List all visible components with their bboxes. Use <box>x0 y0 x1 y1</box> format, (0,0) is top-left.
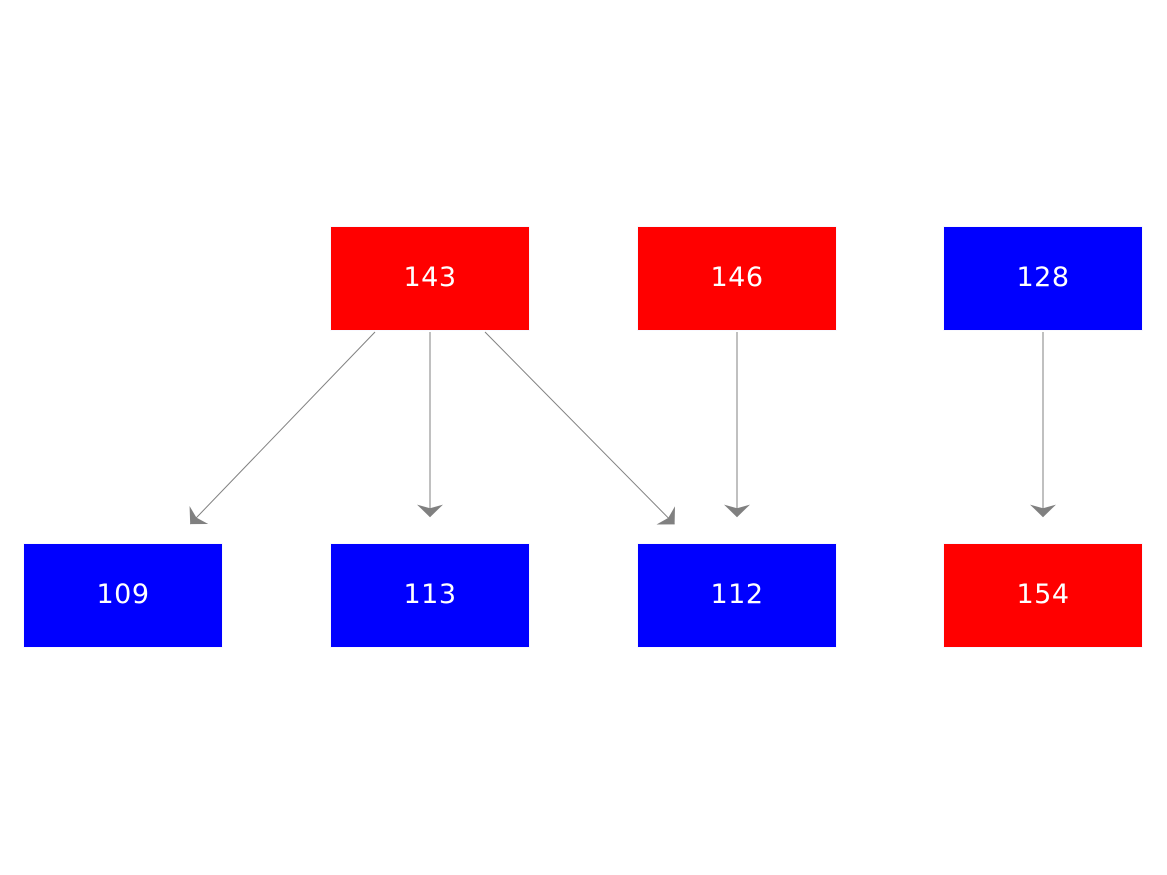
graph-node-146[interactable]: 146 <box>637 226 837 331</box>
graph-node-128[interactable]: 128 <box>943 226 1143 331</box>
graph-edge-143-to-112 <box>484 331 676 525</box>
node-label: 113 <box>403 579 457 610</box>
node-label: 154 <box>1016 579 1070 610</box>
node-label: 109 <box>96 579 150 610</box>
node-label: 146 <box>710 262 764 293</box>
graph-node-112[interactable]: 112 <box>637 543 837 648</box>
node-label: 128 <box>1016 262 1070 293</box>
graph-node-143[interactable]: 143 <box>330 226 530 331</box>
node-label: 143 <box>403 262 457 293</box>
graph-edge-143-to-109 <box>189 331 376 525</box>
graph-node-113[interactable]: 113 <box>330 543 530 648</box>
graph-node-154[interactable]: 154 <box>943 543 1143 648</box>
graph-node-109[interactable]: 109 <box>23 543 223 648</box>
node-label: 112 <box>710 579 764 610</box>
